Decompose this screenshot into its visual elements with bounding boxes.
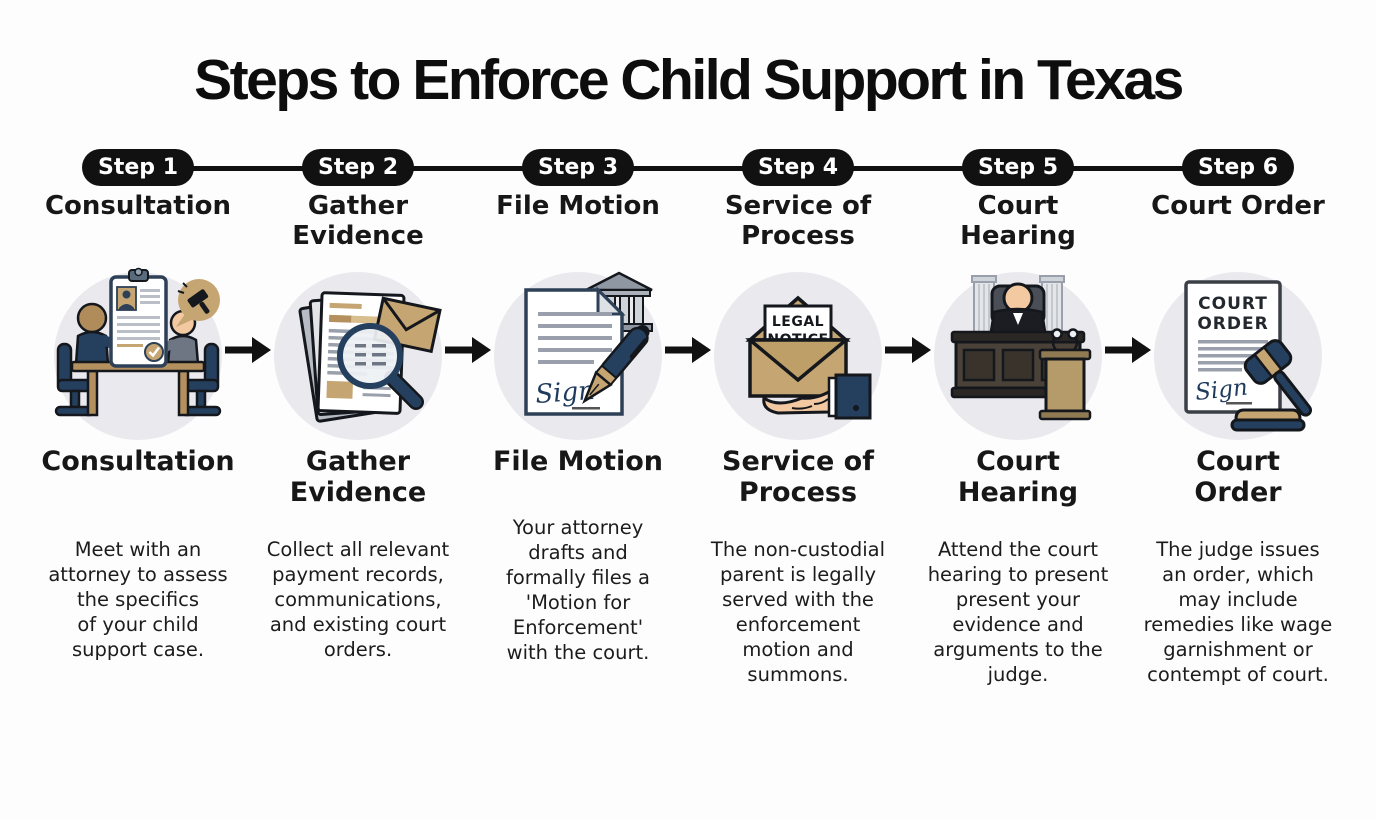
- step-description: Your attorney drafts and formally files …: [506, 516, 650, 664]
- court-hearing-illustration: [934, 272, 1102, 440]
- file-motion-illustration: Sign: [494, 271, 662, 440]
- step-top-title: Gather Evidence: [292, 191, 424, 251]
- service-of-process-illustration: LEGAL NOTICE: [714, 272, 882, 440]
- motion-document-icon: Sign: [524, 286, 626, 416]
- step-column-3: Step 3 File Motion: [468, 149, 688, 688]
- court-order-text-line1: COURT: [1198, 294, 1268, 314]
- column-icon: [971, 275, 1065, 339]
- gavel-speech-bubble-icon: [176, 279, 220, 327]
- podium-icon: [1038, 328, 1092, 421]
- court-order-text-line2: ORDER: [1197, 314, 1268, 334]
- arrow-right-icon: [665, 337, 711, 363]
- fountain-pen-icon: [582, 325, 650, 405]
- arrow-right-icon: [225, 337, 271, 363]
- step-top-title: Service of Process: [724, 191, 872, 251]
- step-description: Attend the court hearing to present pres…: [927, 538, 1109, 686]
- step-bottom-title: Court Hearing: [957, 446, 1079, 509]
- consultation-illustration: [54, 267, 222, 440]
- arrow-right-icon: [885, 337, 931, 363]
- infographic-canvas: Steps to Enforce Child Support in Texas …: [0, 52, 1376, 820]
- step-column-6: Step 6 Court Order COURT ORDER Sign: [1128, 149, 1348, 688]
- step-column-1: Step 1 Consultation: [28, 149, 248, 688]
- step-column-5: Step 5 Court Hearing: [908, 149, 1128, 688]
- magnifier-icon: [337, 323, 424, 410]
- step-bottom-title: Gather Evidence: [289, 446, 427, 509]
- timeline-connector-line: [138, 166, 1238, 171]
- step-badge: Step 4: [742, 149, 854, 186]
- sleeve-cuff-icon: [827, 373, 872, 420]
- step-badge: Step 5: [962, 149, 1074, 186]
- step-description: Meet with an attorney to assess the spec…: [48, 538, 228, 661]
- step-column-4: Step 4 Service of Process LEGAL NOTICE: [688, 149, 908, 688]
- steps-grid: Step 1 Consultation: [0, 149, 1376, 688]
- step-top-title: File Motion: [496, 191, 660, 221]
- step-bottom-title: File Motion: [492, 446, 663, 477]
- step-top-title: Court Order: [1151, 191, 1325, 221]
- legal-notice-envelope-icon: LEGAL NOTICE: [745, 295, 851, 398]
- gavel-icon: [1230, 339, 1313, 432]
- signature-text: Sign: [1194, 375, 1249, 406]
- page-title: Steps to Enforce Child Support in Texas: [194, 48, 1184, 112]
- clipboard-icon: [109, 267, 168, 368]
- step-bottom-title: Court Order: [1194, 446, 1282, 509]
- gather-evidence-illustration: [274, 272, 442, 440]
- chair-icon: [54, 342, 222, 417]
- step-description: The judge issues an order, which may inc…: [1143, 538, 1333, 686]
- step-description: The non-custodial parent is legally serv…: [710, 538, 886, 686]
- arrow-right-icon: [445, 337, 491, 363]
- arrow-right-icon: [1105, 337, 1151, 363]
- step-badge: Step 3: [522, 149, 634, 186]
- step-column-2: Step 2 Gather Evidence: [248, 149, 468, 688]
- step-top-title: Court Hearing: [960, 191, 1076, 251]
- court-order-illustration: COURT ORDER Sign: [1154, 272, 1322, 440]
- signature-text: Sign: [534, 376, 595, 410]
- step-badge: Step 6: [1182, 149, 1294, 186]
- step-description: Collect all relevant payment records, co…: [266, 538, 450, 661]
- step-bottom-title: Service of Process: [722, 446, 874, 509]
- legal-notice-text-line1: LEGAL: [772, 314, 824, 330]
- judge-icon: [988, 282, 1048, 340]
- step-bottom-title: Consultation: [41, 446, 235, 477]
- step-badge: Step 2: [302, 149, 414, 186]
- step-top-title: Consultation: [44, 191, 232, 221]
- step-badge: Step 1: [82, 149, 194, 186]
